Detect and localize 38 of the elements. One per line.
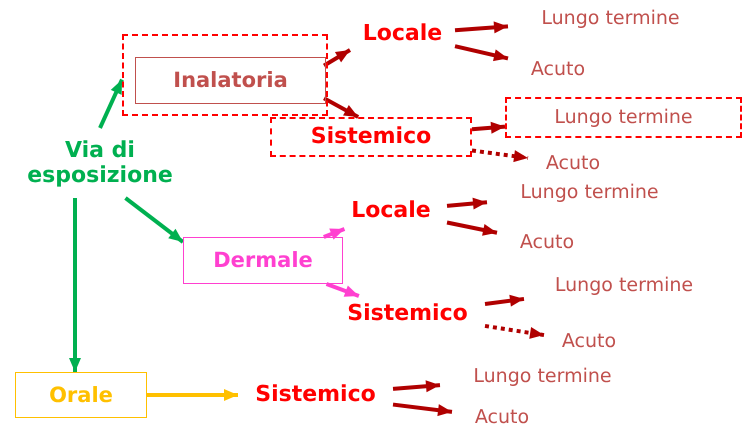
route-box: Dermale xyxy=(183,237,343,284)
outcome-label: Lungo termine xyxy=(554,275,694,297)
arrow xyxy=(98,78,124,129)
effect-label: Locale xyxy=(362,21,442,47)
arrow xyxy=(147,389,238,401)
arrow xyxy=(69,198,81,372)
arrow xyxy=(472,122,506,134)
route-box: Orale xyxy=(15,372,147,418)
arrow xyxy=(454,21,508,34)
arrow xyxy=(322,48,352,68)
arrow xyxy=(446,220,498,236)
effect-label: Sistemico xyxy=(347,301,468,327)
highlight-frame xyxy=(122,34,328,116)
arrow xyxy=(454,44,508,62)
outcome-label: Acuto xyxy=(520,232,574,254)
outcome-label: Lungo termine xyxy=(520,182,659,204)
outcome-label: Lungo termine xyxy=(541,8,680,30)
effect-label: Sistemico xyxy=(255,382,376,408)
arrow xyxy=(323,96,360,119)
arrow xyxy=(484,324,544,339)
outcome-label: Acuto xyxy=(474,407,530,429)
outcome-box: Lungo termine xyxy=(505,97,742,138)
effect-box: Sistemico xyxy=(270,117,472,157)
arrow xyxy=(326,282,360,298)
outcome-label: Lungo termine xyxy=(473,366,612,388)
arrow xyxy=(323,227,346,240)
arrow xyxy=(124,196,184,244)
outcome-label: Acuto xyxy=(546,153,600,175)
route-box: Inalatoria xyxy=(135,57,326,104)
effect-label: Locale xyxy=(351,198,431,224)
arrow xyxy=(484,294,524,307)
arrow xyxy=(472,148,528,162)
exposure-label: Via di esposizione xyxy=(26,138,174,188)
outcome-label: Acuto xyxy=(562,331,616,353)
arrow xyxy=(446,198,488,210)
arrow xyxy=(392,380,440,392)
arrow xyxy=(392,402,452,416)
outcome-label: Acuto xyxy=(530,59,586,81)
